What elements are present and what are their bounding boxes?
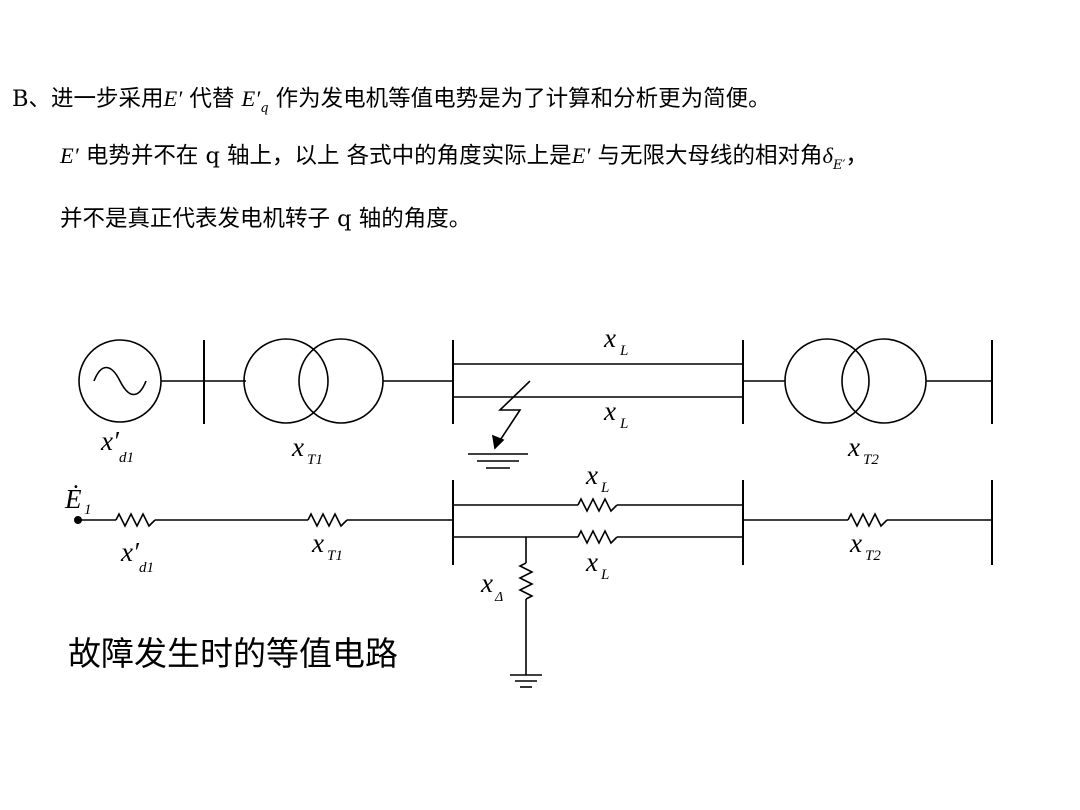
label-xt1-subscript: T1 <box>307 452 323 468</box>
fault-lightning-icon <box>494 380 531 449</box>
label-xt2-subscript: T2 <box>863 452 879 468</box>
line1-part-b: 代替 <box>182 86 242 112</box>
text-line-3: 并不是真正代表发电机转子 q 轴的角度。 <box>60 206 472 232</box>
label-r-xl-lower-subscript: L <box>600 567 609 583</box>
ac-sine-icon <box>93 366 147 396</box>
symbol-eq-prime-subscript: q <box>260 101 269 116</box>
label-xl-line2-subscript: L <box>619 416 628 432</box>
resistor-xt1 <box>307 512 348 528</box>
label-r-xt2: x <box>849 528 862 558</box>
line1-part-c: 作为发电机等值电势是为了计算和分析更为简便。 <box>268 86 771 112</box>
line2-part-b: 与无限大母线的相对角 <box>590 143 823 169</box>
circuit-labels: x L x L x′ d1 x T1 x T2 Ė 1 x L x L x′ d… <box>64 323 881 605</box>
equivalent-circuit <box>74 480 993 688</box>
symbol-e-prime: E′ <box>571 143 591 168</box>
label-r-xdelta-subscript: Δ <box>494 590 503 605</box>
label-r-xl-upper: x <box>585 460 598 490</box>
label-r-xdelta: x <box>480 568 493 598</box>
symbol-delta-subscript: E′ <box>832 158 846 173</box>
resistor-xl-lower <box>577 529 618 545</box>
label-r-xl-lower: x <box>585 547 598 577</box>
line2-part-c: ， <box>845 143 868 169</box>
label-xt1: x <box>291 432 304 462</box>
label-xd1-subscript: d1 <box>119 450 134 466</box>
transformer-t1-winding-1 <box>243 338 329 424</box>
label-r-xd1: x′ <box>120 537 140 567</box>
label-e1-subscript: 1 <box>84 502 92 518</box>
label-xt2: x <box>847 432 860 462</box>
symbol-eq-prime: E′ <box>241 86 261 111</box>
label-r-xt1: x <box>311 528 324 558</box>
resistor-xt2 <box>847 512 888 528</box>
transformer-t2-winding-1 <box>784 338 870 424</box>
label-xl-line1: x <box>603 323 616 353</box>
transformer-t2-winding-2 <box>841 338 927 424</box>
label-r-xt2-subscript: T2 <box>865 548 881 564</box>
fault-arrow-icon <box>491 434 505 450</box>
resistor-xd1 <box>115 512 156 528</box>
label-xl-line2: x <box>603 396 616 426</box>
one-line-diagram <box>78 338 993 469</box>
diagram-caption: 故障发生时的等值电路 <box>68 634 398 673</box>
label-e1: Ė <box>64 484 82 514</box>
label-xl-line1-subscript: L <box>619 343 628 359</box>
symbol-delta: δ <box>822 143 833 168</box>
symbol-e-prime: E′ <box>163 86 183 111</box>
label-r-xd1-subscript: d1 <box>139 560 154 576</box>
resistor-xl-upper <box>577 497 618 513</box>
line1-part-a: B、进一步采用 <box>12 86 164 112</box>
text-line-2: E′ 电势并不在 q 轴上，以上 各式中的角度实际上是E′ 与无限大母线的相对角… <box>60 141 868 181</box>
label-xd1: x′ <box>100 426 120 456</box>
transformer-t1-winding-2 <box>298 338 384 424</box>
resistor-xdelta <box>518 562 534 600</box>
text-line-1: B、进一步采用E′ 代替 E′q 作为发电机等值电势是为了计算和分析更为简便。 <box>12 84 771 124</box>
label-r-xl-upper-subscript: L <box>600 480 609 496</box>
line2-part-a: 电势并不在 q 轴上，以上 各式中的角度实际上是 <box>78 143 572 169</box>
symbol-e-prime: E′ <box>60 143 79 168</box>
label-r-xt1-subscript: T1 <box>327 548 343 564</box>
